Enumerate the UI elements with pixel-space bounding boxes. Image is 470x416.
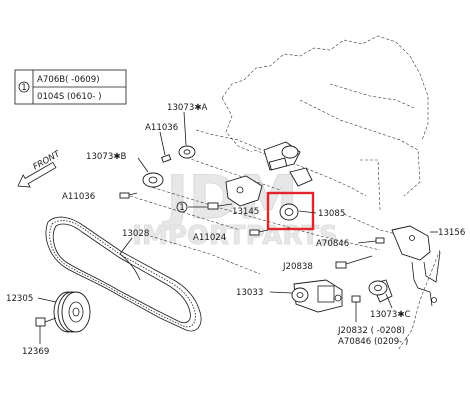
part-a11036-top: A11036 [145,123,178,133]
bolt-j20838 [335,255,373,269]
bolt-a11024 [249,229,269,236]
idler-pulley-b [142,172,164,188]
part-13073a: 13073✱A [167,103,208,113]
legend-marker: 1 [21,83,26,93]
idler-pulley-c [368,279,393,303]
part-a11036-left: A11036 [62,192,95,202]
part-13028: 13028 [122,229,149,239]
idler-pulley-a [178,145,196,159]
front-label: FRONT [32,149,63,173]
legend-marker-icon [18,81,30,93]
part-12369: 12369 [22,347,49,357]
bracket-upper [225,141,313,207]
part-j20838: J20838 [282,262,313,272]
crank-pulley-12305 [53,291,91,333]
part-13073b: 13073✱B [86,152,127,162]
bolt-a11036-top [160,154,172,163]
legend-row-2: 0104S (0610- ) [37,92,101,102]
part-a11024: A11024 [193,233,226,243]
part-13156: 13156 [438,228,465,238]
part-13085: 13085 [318,209,345,219]
belt-tensioner-13033 [291,279,343,313]
bolt-a11036-left [119,192,138,199]
legend-box: 1 A706B( -0609) 0104S (0610- ) [14,69,127,105]
part-12305: 12305 [6,294,33,304]
watermark-line2: IMPORTPARTS [132,221,337,251]
crank-bolt-12369 [35,317,57,344]
bolt-j20832 [351,295,361,322]
front-arrow-icon [17,161,57,188]
part-13145: 13145 [232,207,259,217]
part-13033: 13033 [236,288,263,298]
bracket-13156 [375,225,441,307]
highlight-box [266,191,315,231]
legend-row-1: A706B( -0609) [37,75,100,85]
part-a70846-right: A70846 [316,239,349,249]
part-j20832: J20832 ( -0208) [337,326,405,336]
timing-belt [45,216,202,332]
part-a70846-bottom: A70846 (0209- ) [338,337,408,347]
idler-pulley-13085 [279,203,299,221]
ref-marker-1: 1 [176,201,233,213]
part-13073c: 13073✱C [370,310,411,320]
ref-marker-1-label: 1 [179,203,184,213]
